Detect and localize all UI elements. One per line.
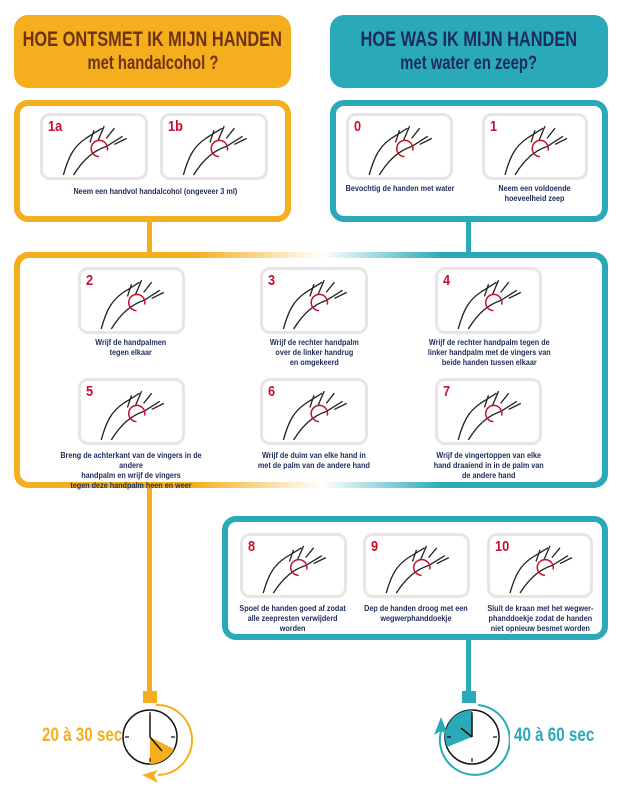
step-caption-text: Wrijf de duim van elke hand in met de pa… xyxy=(257,450,371,470)
alcohol-clock-icon xyxy=(122,703,193,783)
step-number: 1b xyxy=(168,118,183,135)
step-caption: Sluit de kraan met het wegwer- phanddoek… xyxy=(477,603,603,633)
alcohol-connector xyxy=(147,220,152,254)
water-title: HOE WAS IK MIJN HANDEN xyxy=(360,27,578,51)
step-number: 6 xyxy=(268,383,276,400)
alcohol-step1-caption-text: Neem een handvol handalcohol (ongeveer 3… xyxy=(73,186,237,196)
step-caption-text: Wrijf de rechter handpalm over de linker… xyxy=(269,337,359,367)
hand-illustration-icon xyxy=(282,390,347,441)
step-number: 1a xyxy=(48,118,63,135)
step-caption-text: Neem een voldoende hoeveelheid zeep xyxy=(498,183,572,203)
step-caption-text: Spoel de handen goed af zodat alle zeepr… xyxy=(239,603,347,633)
step-caption-text: Wrijf de vingertoppen van elke hand draa… xyxy=(433,450,544,480)
step-caption: Wrijf de duim van elke hand in met de pa… xyxy=(225,450,403,470)
step-card: 2 xyxy=(78,267,185,334)
step-caption-text: Breng de achterkant van de vingers in de… xyxy=(60,450,202,490)
step-card: 8 xyxy=(240,533,347,598)
water-subtitle: met water en zeep? xyxy=(400,52,538,74)
step-caption: Wrijf de rechter handpalm tegen de linke… xyxy=(405,337,573,367)
step-card: 5 xyxy=(78,378,185,445)
step-caption: Neem een voldoende hoeveelheid zeep xyxy=(470,183,600,203)
step-caption: Bevochtig de handen met water xyxy=(336,183,464,193)
hand-illustration-icon xyxy=(182,125,247,176)
hand-illustration-icon xyxy=(282,279,347,330)
step-number: 8 xyxy=(248,538,256,555)
step-number: 4 xyxy=(443,272,451,289)
step-caption-text: Wrijf de rechter handpalm tegen de linke… xyxy=(427,337,551,367)
hand-illustration-icon xyxy=(262,545,327,594)
step-caption-text: Bevochtig de handen met water xyxy=(345,183,455,193)
step-caption: Spoel de handen goed af zodat alle zeepr… xyxy=(230,603,356,633)
step-card: 10 xyxy=(487,533,593,598)
step-caption-text: Sluit de kraan met het wegwer- phanddoek… xyxy=(486,603,593,633)
step-number: 7 xyxy=(443,383,451,400)
alcohol-header: HOE ONTSMET IK MIJN HANDEN met handalcoh… xyxy=(14,15,291,88)
step-caption-text: Wrijf de handpalmen tegen elkaar xyxy=(95,337,167,357)
step-caption-text: Dep de handen droog met een wegwerphandd… xyxy=(364,603,468,623)
alcohol-timer-cap xyxy=(143,691,157,703)
alcohol-duration: 20 à 30 sec xyxy=(42,725,123,746)
step-card: 1a xyxy=(40,113,148,180)
step-caption: Breng de achterkant van de vingers in de… xyxy=(35,450,227,490)
step-card: 3 xyxy=(260,267,368,334)
hand-illustration-icon xyxy=(457,390,522,441)
hand-illustration-icon xyxy=(100,279,165,330)
step-number: 2 xyxy=(86,272,94,289)
step-caption: Wrijf de handpalmen tegen elkaar xyxy=(50,337,212,357)
water-header: HOE WAS IK MIJN HANDEN met water en zeep… xyxy=(330,15,608,88)
hand-illustration-icon xyxy=(62,125,127,176)
water-duration: 40 à 60 sec xyxy=(514,725,595,746)
step-card: 1 xyxy=(482,113,588,180)
hand-illustration-icon xyxy=(100,390,165,441)
step-number: 9 xyxy=(371,538,379,555)
step-number: 3 xyxy=(268,272,276,289)
step-caption: Wrijf de rechter handpalm over de linker… xyxy=(225,337,403,367)
step-card: 4 xyxy=(435,267,542,334)
hand-illustration-icon xyxy=(457,279,522,330)
hand-illustration-icon xyxy=(509,545,573,594)
water-clock-icon xyxy=(434,704,510,776)
step-number: 10 xyxy=(495,538,510,555)
water-timer-cap xyxy=(462,691,476,703)
alcohol-step1-caption: Neem een handvol handalcohol (ongeveer 3… xyxy=(30,186,280,196)
step-caption: Wrijf de vingertoppen van elke hand draa… xyxy=(405,450,573,480)
water-flow-line xyxy=(466,638,471,692)
hand-illustration-icon xyxy=(368,125,433,176)
hand-illustration-icon xyxy=(385,545,450,594)
step-number: 0 xyxy=(354,118,362,135)
water-connector xyxy=(466,220,471,254)
alcohol-flow-line xyxy=(147,486,152,692)
step-caption: Dep de handen droog met een wegwerphandd… xyxy=(353,603,479,623)
step-number: 1 xyxy=(490,118,498,135)
step-card: 1b xyxy=(160,113,268,180)
alcohol-title: HOE ONTSMET IK MIJN HANDEN xyxy=(22,27,283,51)
step-card: 7 xyxy=(435,378,542,445)
alcohol-subtitle: met handalcohol ? xyxy=(87,52,218,74)
step-number: 5 xyxy=(86,383,94,400)
hand-illustration-icon xyxy=(504,125,568,176)
step-card: 9 xyxy=(363,533,470,598)
step-card: 6 xyxy=(260,378,368,445)
step-card: 0 xyxy=(346,113,453,180)
